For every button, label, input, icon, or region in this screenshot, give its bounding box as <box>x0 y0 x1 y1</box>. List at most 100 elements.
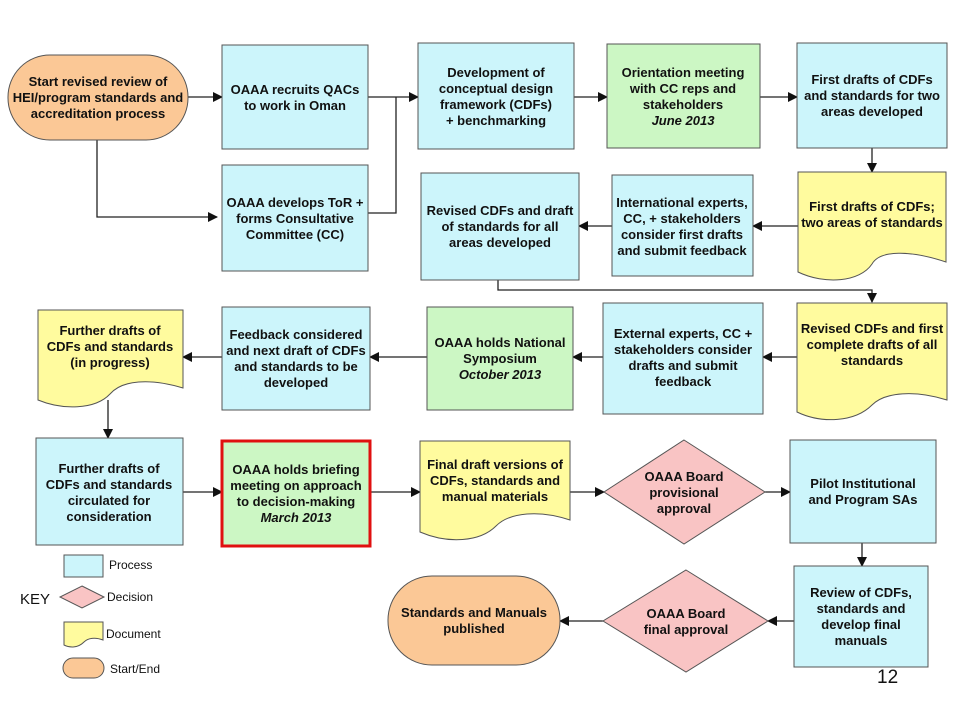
node-intl-experts: International experts,CC, + stakeholders… <box>611 174 754 277</box>
legend-decision-swatch <box>58 585 106 609</box>
node-text-line: First drafts of CDFs <box>811 72 932 87</box>
connector-revised-to-complete-doc <box>497 280 877 303</box>
node-final-draft-doc-shape <box>419 440 571 541</box>
legend-startend-swatch <box>62 657 105 679</box>
node-text-line: HEI/program standards and <box>13 90 184 105</box>
node-text-line: June 2013 <box>652 113 716 128</box>
node-text-line: Start revised review of <box>29 74 168 89</box>
node-text-line: and standards to be <box>234 359 358 374</box>
node-text-line: CC, + stakeholders <box>623 211 740 226</box>
node-text-line: Review of CDFs, <box>810 585 912 600</box>
node-text-line: OAAA holds briefing <box>232 462 359 477</box>
node-text-line: to work in Oman <box>244 98 346 113</box>
node-text-line: CDFs and standards <box>47 339 173 354</box>
legend-process-label: Process <box>109 558 152 572</box>
legend-document-swatch <box>63 621 104 648</box>
node-text-line: forms Consultative <box>236 211 354 226</box>
page-number: 12 <box>877 667 898 688</box>
node-orientation-shape <box>606 43 761 149</box>
node-briefing-shape <box>220 439 372 548</box>
node-text-line: approval <box>657 501 711 516</box>
node-text-line: two areas of standards <box>801 215 943 230</box>
node-first-drafts-doc-text: First drafts of CDFs;two areas of standa… <box>801 199 943 230</box>
node-external-experts-text: External experts, CC +stakeholders consi… <box>614 326 753 389</box>
node-text-line: and submit feedback <box>617 243 747 258</box>
node-text-line: develop final <box>821 617 900 632</box>
node-first-drafts-doc-shape <box>797 171 947 281</box>
connector-tor-to-framework <box>368 97 397 214</box>
connectors <box>96 92 877 626</box>
node-text-line: Feedback considered <box>230 327 363 342</box>
node-text-line: framework (CDFs) <box>440 97 552 112</box>
node-provisional-shape <box>603 439 766 545</box>
node-text-line: (in progress) <box>70 355 149 370</box>
connector-start-to-tor <box>96 140 218 222</box>
node-text-line: complete drafts of all <box>807 337 938 352</box>
node-text-line: Development of <box>447 65 545 80</box>
node-text-line: Symposium <box>463 351 537 366</box>
node-text-line: stakeholders consider <box>614 342 752 357</box>
node-text-line: and next draft of CDFs <box>226 343 365 358</box>
node-start-shape <box>7 54 189 141</box>
node-text-line: circulated for <box>68 493 150 508</box>
node-text-line: OAAA holds National <box>435 335 566 350</box>
legend-title: KEY <box>20 591 50 608</box>
node-intl-experts-text: International experts,CC, + stakeholders… <box>616 195 747 258</box>
node-text-line: provisional <box>649 485 718 500</box>
node-text-line: OAAA Board <box>647 606 726 621</box>
node-text-line: manuals <box>835 633 888 648</box>
node-text-line: conceptual design <box>439 81 553 96</box>
node-final-approval-shape <box>602 569 769 673</box>
node-revised-cdfs-dev-shape <box>420 172 580 281</box>
node-text-line: Final draft versions of <box>427 457 563 472</box>
node-text-line: + benchmarking <box>446 113 546 128</box>
node-text-line: consideration <box>66 509 151 524</box>
node-recruit-qacs-shape <box>221 44 369 150</box>
node-text-line: meeting on approach <box>230 478 362 493</box>
node-feedback-next-shape <box>221 306 371 411</box>
legend-decision-label: Decision <box>107 590 153 604</box>
node-text-line: with CC reps and <box>629 81 736 96</box>
node-text-line: CDFs, standards and <box>430 473 560 488</box>
node-text-line: March 2013 <box>261 510 333 525</box>
node-circulated-shape <box>35 437 184 546</box>
node-text-line: published <box>443 621 504 636</box>
node-published-shape <box>387 575 561 666</box>
legend-startend-label: Start/End <box>110 662 160 676</box>
node-dev-framework-shape <box>417 42 575 150</box>
node-text-line: OAAA Board <box>645 469 724 484</box>
node-text-line: Revised CDFs and first <box>801 321 944 336</box>
node-symposium-shape <box>426 306 574 411</box>
node-text-line: and standards for two <box>804 88 940 103</box>
node-text-line: Revised CDFs and draft <box>427 203 574 218</box>
node-tor-cc-shape <box>221 164 369 272</box>
node-further-drafts-doc-shape <box>37 309 184 408</box>
node-text-line: Committee (CC) <box>246 227 344 242</box>
